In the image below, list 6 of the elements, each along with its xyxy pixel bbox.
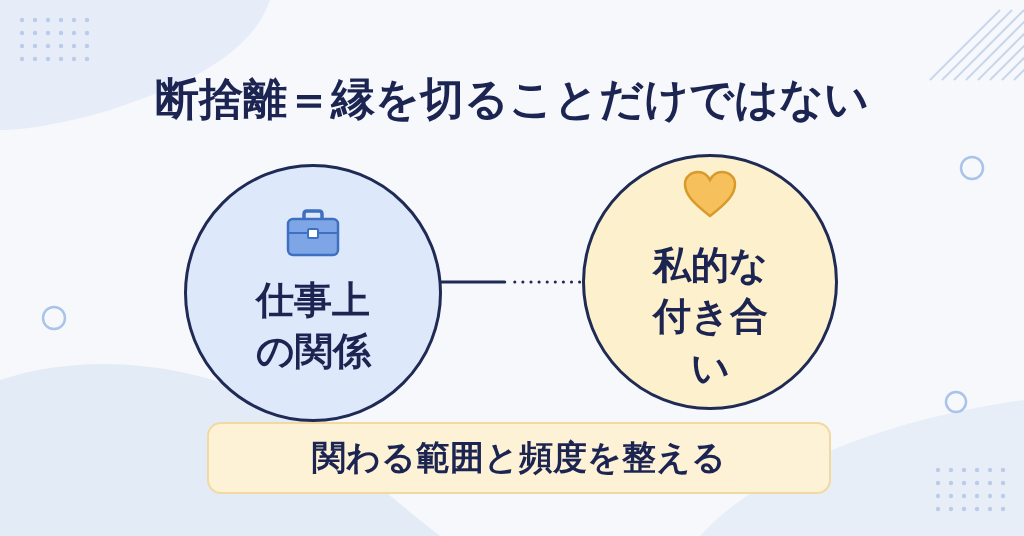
connector-line <box>440 280 584 284</box>
summary-banner <box>207 422 831 494</box>
summary-text: 関わる範囲と頻度を整える <box>312 436 726 480</box>
category-label: 私的な付き合い <box>651 242 769 392</box>
category-label: 仕事上の関係 <box>254 276 373 375</box>
title: 断捨離＝縁を切ることだけではない <box>154 72 870 126</box>
